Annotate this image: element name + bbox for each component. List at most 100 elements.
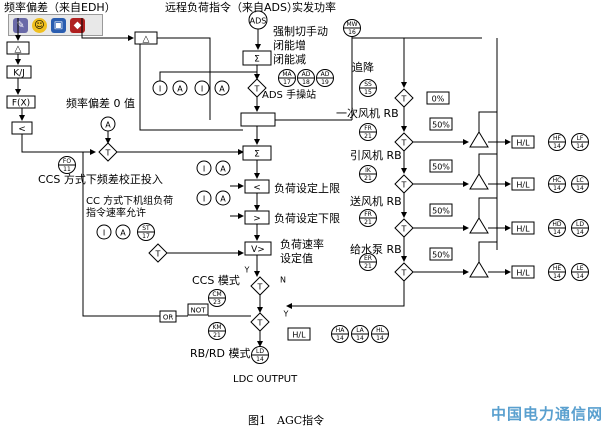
ccs-no: N xyxy=(280,276,286,285)
op-a-1-text: A xyxy=(177,85,183,94)
block-hl-rb-3 xyxy=(511,265,535,279)
save-icon[interactable]: ▣ xyxy=(51,17,66,33)
block-fifty-1-text: 50% xyxy=(432,163,450,172)
block-delta-top-text: △ xyxy=(143,35,150,45)
block-hl-rb-2-text: H/L xyxy=(516,225,530,234)
label-inhibit-inc: 闭能增 xyxy=(273,39,306,52)
switch-freq xyxy=(98,142,118,162)
tag-km-bottom: 21 xyxy=(213,332,221,339)
op-i-2 xyxy=(194,80,210,96)
op-i-5-text: I xyxy=(103,229,105,238)
label-inhibit-dec: 闭能减 xyxy=(273,53,306,66)
switch-rb-0 xyxy=(394,88,414,108)
tag-rb-hi-0-top: HF xyxy=(553,135,562,142)
op-a-3 xyxy=(215,160,231,176)
switch-ccs-text: T xyxy=(257,283,263,292)
label-actual-power: 实发功率 xyxy=(292,1,336,14)
block-sigma-mid xyxy=(242,145,272,161)
wire-4 xyxy=(21,134,96,155)
app-icon[interactable]: ◆ xyxy=(70,17,85,33)
block-fifty-3 xyxy=(429,247,453,261)
tag-cm-bottom: 23 xyxy=(213,299,221,306)
switch-rb xyxy=(250,312,270,332)
block-fifty-3-text: 50% xyxy=(432,251,450,260)
tag-ad18-bottom: 18 xyxy=(302,79,310,86)
block-gt-lower xyxy=(244,210,270,225)
block-sigma-top-text: Σ xyxy=(254,55,260,65)
figure-caption: 图1 AGC指令 xyxy=(248,414,325,427)
block-fx xyxy=(6,95,36,109)
label-feedwater-rb: 给水泵 RB xyxy=(350,243,402,256)
tag-rb-lo-3-top: LE xyxy=(576,265,583,272)
tag-rb-4-bottom: 21 xyxy=(364,263,372,270)
label-cc-rate-2: 指令速率允许 xyxy=(86,208,146,219)
tag-rb-0-top: SS xyxy=(364,81,372,88)
wire-delta-down xyxy=(157,37,211,120)
label-primary-fan-rb: 一次风机 RB xyxy=(336,107,399,120)
tag-ad18-top: AD xyxy=(302,71,311,78)
tag-ma-top: MA xyxy=(282,71,292,78)
block-sigma-mid-text: Σ xyxy=(254,150,260,160)
block-lt-freq xyxy=(11,121,33,135)
switch-rb-0-text: T xyxy=(401,95,407,104)
tag-km-top: KM xyxy=(212,324,221,331)
op-a-4 xyxy=(215,190,231,206)
block-hl-rb-3-text: H/L xyxy=(516,269,530,278)
switch-rb-1-text: T xyxy=(401,139,407,148)
op-a-2 xyxy=(214,80,230,96)
block-hl-rb-1 xyxy=(511,177,535,191)
tag-ma-bottom: 17 xyxy=(283,79,291,86)
tag-ldc-top: LD xyxy=(256,348,264,355)
label-fd-fan-rb: 送风机 RB xyxy=(350,195,402,208)
block-or-text: OR xyxy=(163,314,174,322)
wire-22 xyxy=(82,152,160,317)
floating-toolbar: ✎ ☺ ▣ ◆ xyxy=(8,14,103,36)
tag-ad19-bottom: 19 xyxy=(321,79,329,86)
block-delta-freq xyxy=(6,41,30,55)
switch-freq-text: T xyxy=(105,149,111,158)
analog-freq-zero-text: A xyxy=(105,121,111,130)
block-not xyxy=(187,303,209,316)
op-a-1 xyxy=(172,80,188,96)
tag-cm-top: CM xyxy=(212,291,221,298)
block-hl-rb-0-text: H/L xyxy=(516,139,530,148)
block-hl-rb-2 xyxy=(511,221,535,235)
op-i-1-text: I xyxy=(159,85,161,94)
switch-rb-3-text: T xyxy=(401,225,407,234)
tag-mw16-bottom: 16 xyxy=(348,29,356,36)
op-a-5 xyxy=(115,224,131,240)
tag-la-bottom: 14 xyxy=(356,335,364,342)
block-vgt-rate xyxy=(244,241,272,256)
smiley-icon[interactable]: ☺ xyxy=(32,17,47,33)
op-i-3 xyxy=(196,160,212,176)
settings-icon[interactable]: ✎ xyxy=(13,17,28,33)
block-hl-ldc-text: H/L xyxy=(292,331,306,340)
tag-rb-lo-0-bottom: 14 xyxy=(576,143,584,150)
block-vgt-rate-text: V> xyxy=(251,245,265,255)
label-ldc-output: LDC OUTPUT xyxy=(233,374,298,385)
tag-fo-bottom: 11 xyxy=(63,166,71,173)
label-freq-bias: 频率偏差（来自EDH） xyxy=(4,1,116,14)
switch-rate-text: T xyxy=(155,250,161,259)
tag-rb-lo-2-top: LD xyxy=(576,221,584,228)
wire-fb-2 xyxy=(478,197,497,218)
block-hl-rb-1-text: H/L xyxy=(516,181,530,190)
watermark: 中国电力通信网 xyxy=(490,405,603,423)
block-lt-upper-text: < xyxy=(253,183,261,193)
tag-rb-lo-0-top: LF xyxy=(577,135,584,142)
tag-fo-top: FO xyxy=(63,158,71,165)
block-delta-rb-0 xyxy=(469,131,489,148)
tag-ads-text: ADS xyxy=(250,17,267,26)
tag-rb-3-top: FR xyxy=(364,211,372,218)
block-kj-text: K/J xyxy=(13,69,25,79)
label-chase-down: 追降 xyxy=(352,61,374,74)
switch-ads xyxy=(247,78,267,98)
op-a-5-text: A xyxy=(120,229,126,238)
label-load-rate-1: 负荷速率 xyxy=(280,238,324,251)
op-a-3-text: A xyxy=(220,165,226,174)
op-a-4-text: A xyxy=(220,195,226,204)
tag-rb-hi-3-bottom: 14 xyxy=(553,273,561,280)
label-load-rate-2: 设定值 xyxy=(280,252,313,265)
block-gt-lower-text: > xyxy=(253,214,261,224)
